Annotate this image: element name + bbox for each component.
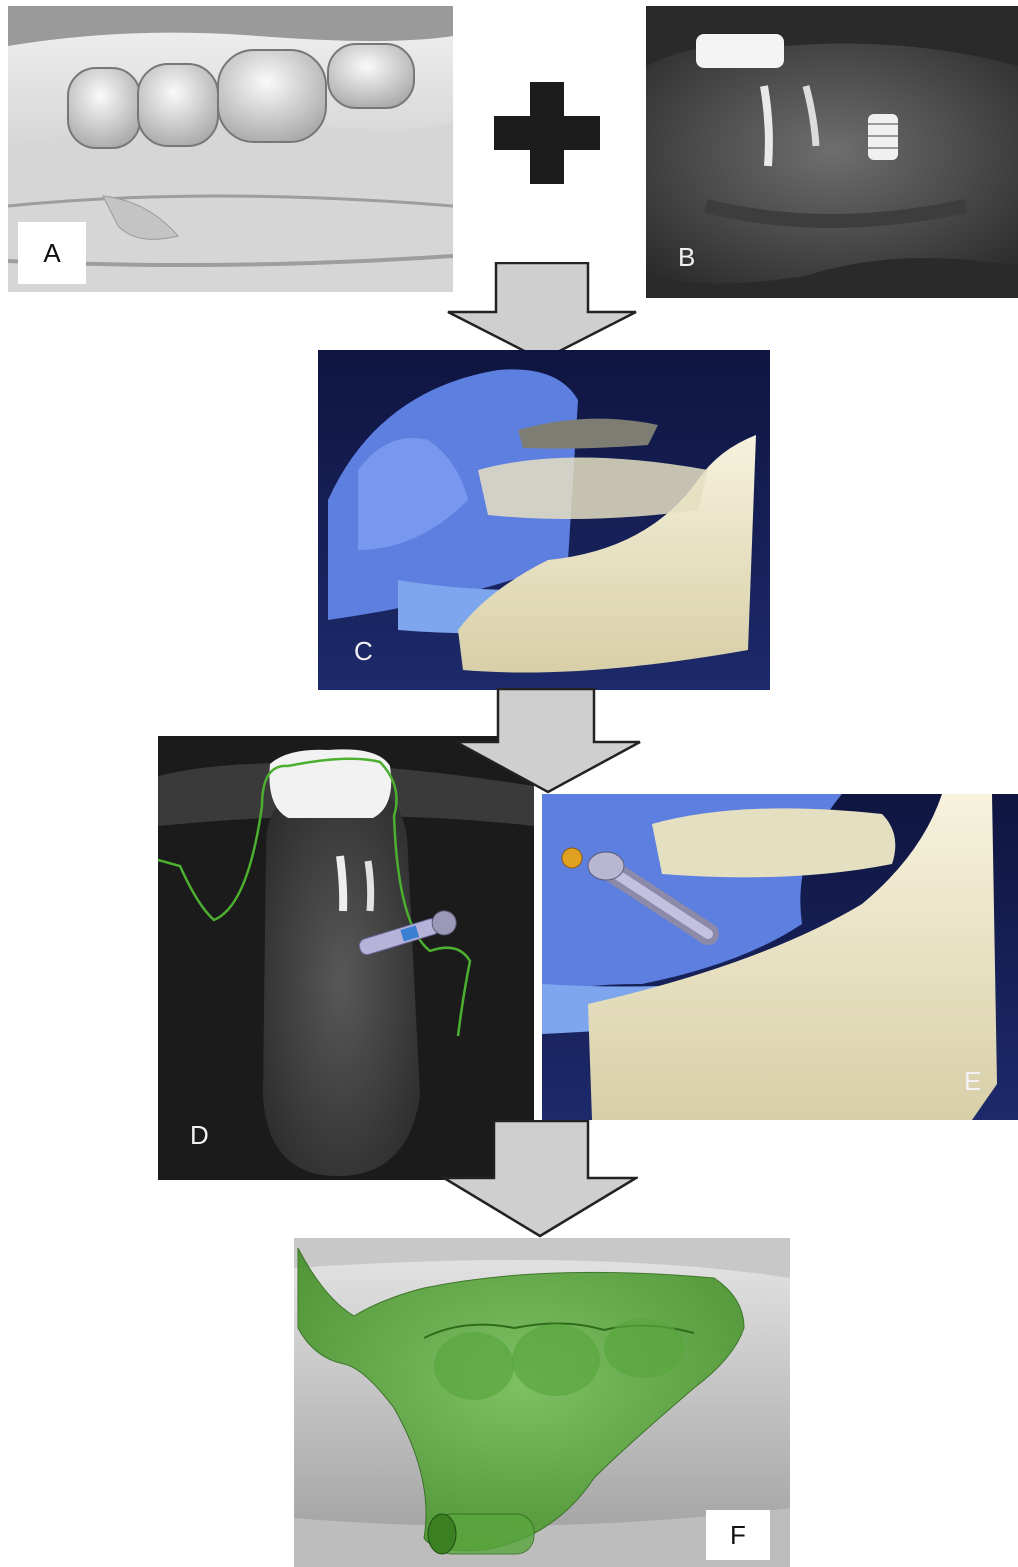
drill-sleeve-icon [428,1514,534,1554]
down-arrow-3 [442,1120,638,1238]
panel-c-registered-model [318,350,770,690]
registration-illustration [318,350,770,690]
panel-d-implant-planning-section [158,736,534,1180]
panel-b-label: B [678,244,695,270]
panel-b-cbct-slice [646,6,1018,298]
panel-e-implant-3d-view [542,794,1018,1120]
down-arrow-2 [452,688,644,794]
plus-icon [494,82,600,184]
marker-sphere-icon [562,848,582,868]
panel-d-label: D [190,1122,209,1148]
panel-a-label: A [18,222,86,284]
down-arrow-1 [446,262,638,362]
panel-c-label: C [354,638,373,664]
implant-3d-illustration [542,794,1018,1120]
panel-f-label: F [706,1510,770,1560]
cbct-illustration [646,6,1018,298]
cross-section-illustration [158,736,534,1180]
panel-e-label: E [964,1068,981,1094]
